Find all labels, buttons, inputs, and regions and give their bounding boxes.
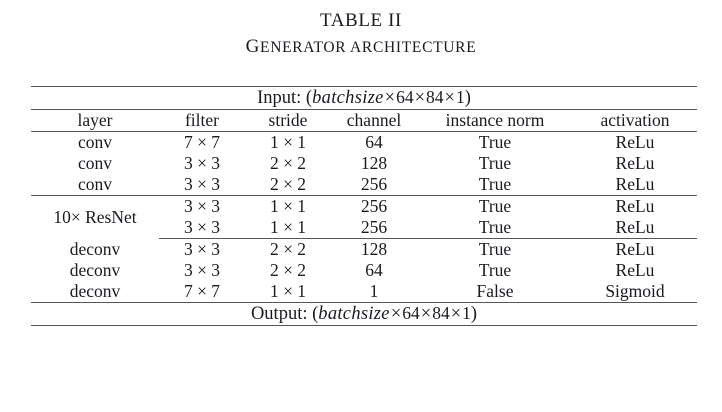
cell-instance-norm: True [478,196,512,216]
output-dim-0: 64 [402,303,420,323]
cell-layer: conv [31,174,159,196]
cell-channel: 64 [365,260,383,280]
table-row: deconv 7 × 7 1 × 1 1 False Sigmoid [31,281,697,303]
cell-channel: 128 [360,239,388,259]
cell-stride: 1 × 1 [245,217,331,239]
cell-layer: deconv [69,238,121,259]
input-spec-variable: batchsize [312,88,384,108]
input-spec-close: ) [464,88,471,108]
output-label: Output: [250,304,308,324]
column-header-channel: channel [331,109,417,132]
input-spec-cell: Input: (batchsize×64×84×1) [31,86,697,110]
cell-instance-norm: True [417,174,573,196]
times-icon: × [384,88,396,108]
cell-instance-norm: True [478,132,512,152]
cell-channel: 256 [360,196,388,216]
column-header-filter: filter [159,109,245,132]
cell-stride: 2 × 2 [269,153,307,173]
times-icon: × [444,88,455,108]
cell-instance-norm: True [417,217,573,239]
cell-channel: 256 [331,217,417,239]
cell-stride: 2 × 2 [245,174,331,196]
cell-filter: 3 × 3 [159,217,245,239]
table-title: Generator architecture [0,34,722,61]
input-dim-0: 64 [396,87,414,107]
table-title-smallcaps: Generator architecture [246,36,477,57]
output-dim-2: 1 [462,303,471,323]
cell-instance-norm: False [417,281,573,303]
cell-activation: ReLu [615,153,655,173]
output-spec-close: ) [470,304,478,324]
table-caption: TABLE II Generator architecture [0,0,722,61]
cell-activation: ReLu [615,260,655,280]
cell-activation: ReLu [615,239,655,259]
table-header-row: layer filter stride channel instance nor… [31,109,697,132]
cell-filter: 3 × 3 [183,260,221,280]
times-icon: × [450,304,462,324]
cell-layer: conv [77,132,113,152]
cell-layer: conv [77,153,113,173]
cell-activation: ReLu [615,132,655,152]
cell-instance-norm: True [478,153,512,173]
table-row: deconv 3 × 3 2 × 2 128 True ReLu [31,239,697,261]
output-spec-variable: batchsize [318,304,390,324]
times-icon: × [390,304,402,324]
cell-filter: 3 × 3 [183,196,221,216]
cell-stride: 2 × 2 [269,260,307,280]
output-dim-1: 84 [432,303,450,323]
table-row: conv 7 × 7 1 × 1 64 True ReLu [31,132,697,154]
cell-channel: 64 [365,132,383,152]
cell-filter: 7 × 7 [159,281,245,303]
input-dim-2: 1 [455,87,465,107]
cell-activation: ReLu [573,217,697,239]
table-row: 10× ResNet 3 × 3 1 × 1 256 True ReLu [31,196,697,227]
cell-channel: 1 [331,281,417,303]
cell-stride: 1 × 1 [269,196,307,216]
table-title-lead: G [245,36,261,57]
cell-stride: 1 × 1 [245,281,331,303]
table-row: 3 × 3 1 × 1 256 True ReLu [31,217,697,239]
table-number: TABLE II [320,10,402,31]
column-header-instance-norm: instance norm [417,109,573,132]
output-spec-row: Output: (batchsize×64×84×1) [31,302,697,326]
cell-activation: Sigmoid [573,281,697,303]
table-row: deconv 3 × 3 2 × 2 64 True ReLu [31,260,697,281]
table-title-rest: enerator architecture [260,39,477,56]
cell-filter: 3 × 3 [183,153,221,173]
cell-stride: 2 × 2 [269,239,307,259]
cell-filter: 3 × 3 [159,174,245,196]
cell-channel: 256 [331,174,417,196]
cell-layer-resnet-group: 10× ResNet [53,206,137,227]
cell-stride: 1 × 1 [269,132,307,152]
cell-filter: 7 × 7 [183,132,221,152]
cell-activation: ReLu [573,174,697,196]
cell-instance-norm: True [478,260,512,280]
generator-architecture-table: Input: (batchsize×64×84×1) layer filter … [31,86,697,326]
table-row: conv 3 × 3 2 × 2 256 True ReLu [31,174,697,196]
cell-channel: 128 [360,153,388,173]
input-spec-row: Input: (batchsize×64×84×1) [31,86,697,110]
cell-filter: 3 × 3 [183,239,221,259]
output-spec-cell: Output: (batchsize×64×84×1) [31,302,697,326]
cell-activation: ReLu [615,196,655,216]
cell-instance-norm: True [478,239,512,259]
cell-layer: deconv [69,260,121,280]
input-label: Input: [257,88,302,108]
architecture-table-wrapper: Input: (batchsize×64×84×1) layer filter … [31,86,697,326]
times-icon: × [420,304,432,324]
input-dim-1: 84 [426,87,444,107]
times-icon: × [414,88,426,108]
column-header-stride: stride [245,109,331,132]
input-spec-open: ( [305,88,313,108]
output-spec-open: ( [312,304,319,324]
cell-layer: deconv [31,281,159,303]
column-header-layer: layer [31,109,159,132]
table-row: conv 3 × 3 2 × 2 128 True ReLu [31,153,697,174]
column-header-activation: activation [573,109,697,132]
